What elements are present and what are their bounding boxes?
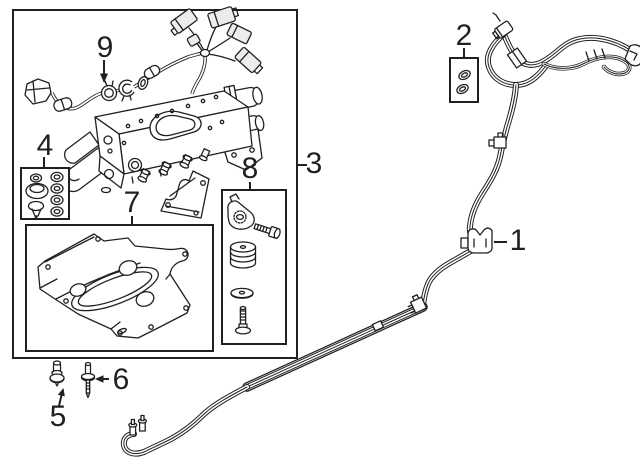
harness-connector-3 <box>226 22 252 45</box>
callout-7-label[interactable]: 7 <box>123 186 141 219</box>
harness-connector-2 <box>207 6 240 29</box>
fuel-line-clip-mid <box>407 294 428 314</box>
fuel-line-drawing <box>120 12 640 457</box>
callout-3-label[interactable]: 3 <box>305 147 323 180</box>
callout-9-arrow <box>100 60 108 83</box>
seal-kit-contents <box>25 171 64 221</box>
stud-6-drawing <box>80 361 96 399</box>
fuel-line-end-stubs <box>128 414 148 436</box>
callout-8-label[interactable]: 8 <box>241 152 259 185</box>
harness-left-connector <box>24 78 52 105</box>
fuel-line-clip-upper <box>488 132 507 149</box>
callout-6-label[interactable]: 6 <box>112 363 130 396</box>
harness-grommets <box>100 76 149 102</box>
callout-5-label[interactable]: 5 <box>49 400 67 433</box>
mounting-bracket-drawing <box>160 170 210 219</box>
fuel-line-clip-1 <box>460 227 493 254</box>
pump-front-ports <box>127 148 211 183</box>
hardware-kit-contents <box>227 193 281 335</box>
o-ring-box-2 <box>449 57 479 103</box>
fuel-line-end-fitting <box>624 44 640 67</box>
pump-module-drawing <box>48 84 265 194</box>
callout-2-label[interactable]: 2 <box>455 19 473 52</box>
o-ring-pair <box>456 69 471 95</box>
callout-6-arrow <box>95 375 109 383</box>
callout-1-label[interactable]: 1 <box>509 224 527 257</box>
fuel-line-top-connector <box>492 20 514 40</box>
skid-plate-drawing <box>37 233 191 339</box>
harness-connector-4 <box>234 46 264 75</box>
kit-bolt-small <box>253 223 281 239</box>
wiring-harness-drawing <box>24 6 264 112</box>
callout-4-label[interactable]: 4 <box>36 129 54 162</box>
harness-connector-1 <box>170 8 198 36</box>
callout-9-label[interactable]: 9 <box>96 31 114 64</box>
callout-5-arrow <box>57 388 65 407</box>
bolt-5-drawing <box>49 360 65 387</box>
